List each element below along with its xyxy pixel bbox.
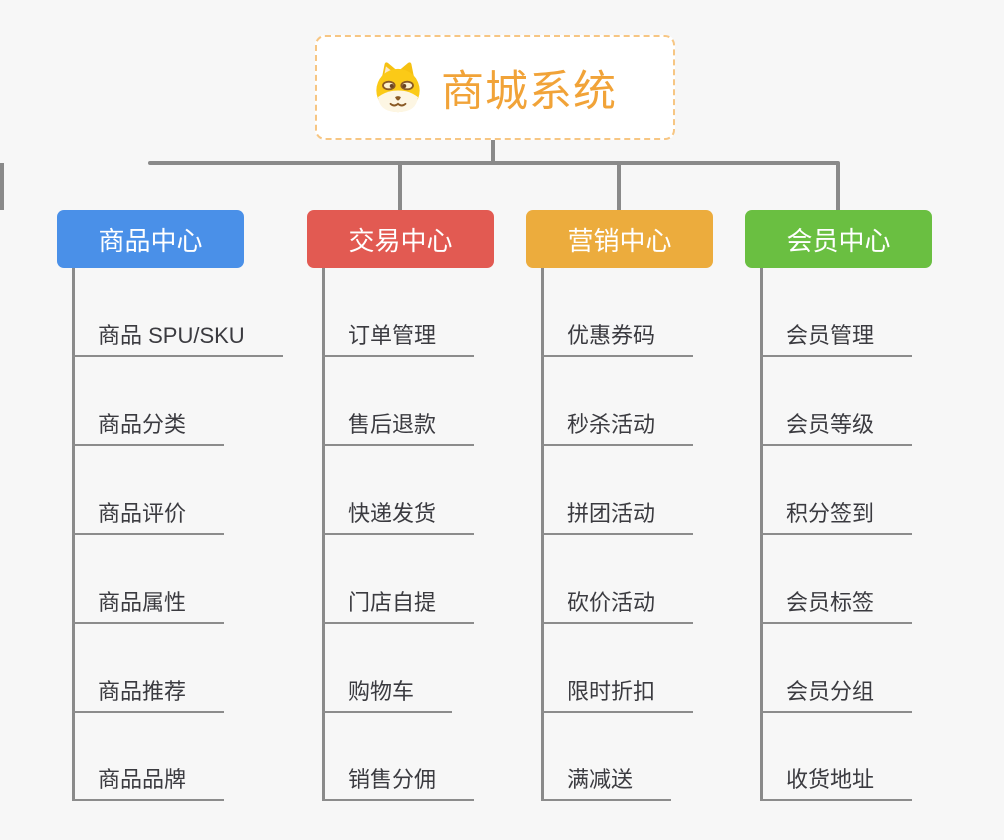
branch-items: 商品 SPU/SKU 商品分类商品评价商品属性商品推荐商品品牌 xyxy=(57,210,283,810)
mindmap-item[interactable]: 商品评价 xyxy=(72,487,225,535)
mindmap-item[interactable]: 砍价活动 xyxy=(541,576,694,624)
mindmap-item[interactable]: 购物车 xyxy=(322,665,453,713)
mindmap-item-label: 商品属性 xyxy=(98,590,187,615)
mindmap-item-label: 秒杀活动 xyxy=(567,412,656,437)
mindmap-item-label: 售后退款 xyxy=(348,412,437,437)
mindmap-item[interactable]: 快递发货 xyxy=(322,487,475,535)
mindmap-item[interactable]: 商品品牌 xyxy=(72,753,225,801)
mindmap-item[interactable]: 会员管理 xyxy=(760,309,913,357)
mindmap-item-label: 优惠券码 xyxy=(567,323,656,348)
branch-header-label: 会员中心 xyxy=(786,225,891,256)
mindmap-item-label: 商品推荐 xyxy=(98,679,187,704)
mindmap-item[interactable]: 商品 SPU/SKU xyxy=(72,309,283,357)
connector-branch-stub xyxy=(836,163,840,210)
branch-items: 订单管理售后退款快递发货门店自提购物车销售分佣 xyxy=(307,210,507,810)
mindmap-item[interactable]: 限时折扣 xyxy=(541,665,694,713)
mindmap-item[interactable]: 销售分佣 xyxy=(322,753,475,801)
mindmap-item-label: 限时折扣 xyxy=(567,679,656,704)
mindmap-item[interactable]: 门店自提 xyxy=(322,576,475,624)
mindmap-item-label: 满减送 xyxy=(567,767,634,792)
branch-header-label: 交易中心 xyxy=(348,225,453,256)
root-title: 商城系统 xyxy=(441,67,617,116)
mindmap-item-label: 快递发货 xyxy=(348,501,437,526)
branch-column: 营销中心 优惠券码秒杀活动拼团活动砍价活动限时折扣满减送 xyxy=(526,210,726,810)
mindmap-item[interactable]: 商品推荐 xyxy=(72,665,225,713)
connector-branch-stub xyxy=(0,163,4,210)
branch-column: 会员中心 会员管理会员等级积分签到会员标签会员分组收货地址 xyxy=(745,210,945,810)
mindmap-item[interactable]: 积分签到 xyxy=(760,487,913,535)
connector-root-stem xyxy=(491,140,495,163)
mindmap-item[interactable]: 商品分类 xyxy=(72,398,225,446)
mindmap-item[interactable]: 秒杀活动 xyxy=(541,398,694,446)
branch-column: 商品中心 商品 SPU/SKU 商品分类商品评价商品属性商品推荐商品品牌 xyxy=(57,210,283,810)
mindmap-item[interactable]: 满减送 xyxy=(541,753,672,801)
mindmap-item[interactable]: 售后退款 xyxy=(322,398,475,446)
mindmap-item-label: 会员等级 xyxy=(786,412,875,437)
branch-header[interactable]: 会员中心 xyxy=(745,210,932,268)
mindmap-item-label: 会员管理 xyxy=(786,323,875,348)
branch-header[interactable]: 交易中心 xyxy=(307,210,494,268)
mindmap-item[interactable]: 收货地址 xyxy=(760,753,913,801)
branch-column: 交易中心 订单管理售后退款快递发货门店自提购物车销售分佣 xyxy=(307,210,507,810)
connector-branch-stub xyxy=(398,163,402,210)
connector-branch-stub xyxy=(617,163,621,210)
branch-header-label: 商品中心 xyxy=(98,225,203,256)
mindmap-item-label: 商品分类 xyxy=(98,412,187,437)
mindmap-item-label: 商品评价 xyxy=(98,501,187,526)
branch-items: 会员管理会员等级积分签到会员标签会员分组收货地址 xyxy=(745,210,945,810)
mindmap-item-label: 砍价活动 xyxy=(567,590,656,615)
mindmap-item[interactable]: 会员标签 xyxy=(760,576,913,624)
branch-items: 优惠券码秒杀活动拼团活动砍价活动限时折扣满减送 xyxy=(526,210,726,810)
branch-header[interactable]: 营销中心 xyxy=(526,210,713,268)
mindmap-item[interactable]: 商品属性 xyxy=(72,576,225,624)
mindmap-item-label: 门店自提 xyxy=(348,590,437,615)
dog-face-icon xyxy=(376,61,420,112)
mindmap-item[interactable]: 订单管理 xyxy=(322,309,475,357)
mindmap-item-label: 销售分佣 xyxy=(348,767,437,792)
mindmap-item-label: 商品品牌 xyxy=(98,767,187,792)
mindmap-item-label: 订单管理 xyxy=(348,323,437,348)
root-node[interactable]: 商城系统 xyxy=(315,35,675,140)
branch-header-label: 营销中心 xyxy=(567,225,672,256)
mindmap-item-label: 会员分组 xyxy=(786,679,875,704)
mindmap-item-label: 拼团活动 xyxy=(567,501,656,526)
mindmap-item-label: 购物车 xyxy=(348,679,415,704)
mindmap-item[interactable]: 优惠券码 xyxy=(541,309,694,357)
branch-header[interactable]: 商品中心 xyxy=(57,210,244,268)
mindmap-item[interactable]: 会员分组 xyxy=(760,665,913,713)
mindmap-item-label: 收货地址 xyxy=(786,767,875,792)
mindmap-item-label: 会员标签 xyxy=(786,590,875,615)
connector-horizontal xyxy=(148,161,840,165)
mindmap-item-label: 商品 SPU/SKU xyxy=(98,323,245,348)
mindmap-item[interactable]: 会员等级 xyxy=(760,398,913,446)
mindmap-item-label: 积分签到 xyxy=(786,501,875,526)
mindmap-item[interactable]: 拼团活动 xyxy=(541,487,694,535)
